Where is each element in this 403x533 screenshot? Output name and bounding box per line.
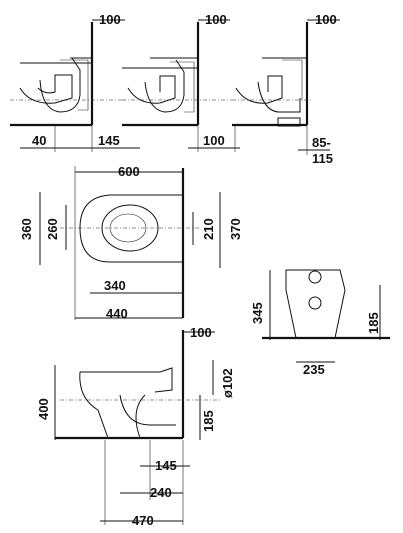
- plan-lower1-dim: 340: [104, 278, 126, 293]
- view1-right-dim: 145: [98, 133, 120, 148]
- plan-depth-left-dim: 360: [19, 218, 34, 240]
- side-height-dim: 400: [36, 398, 51, 420]
- side-d1-dim: 145: [155, 458, 177, 473]
- rear-height-left-dim: 345: [250, 302, 265, 324]
- plan-inner-right-dim: 210: [201, 218, 216, 240]
- view2-top-dim: 100: [205, 12, 227, 27]
- rear-view: [262, 269, 390, 363]
- side-pipe-dim: ø102: [220, 368, 235, 398]
- plan-inner-left-dim: 260: [45, 218, 60, 240]
- side-outlet-dim: 185: [201, 410, 216, 432]
- side-d2-dim: 240: [150, 485, 172, 500]
- side-top-dim: 100: [190, 325, 212, 340]
- view1-left-dim: 40: [32, 133, 46, 148]
- rear-height-right-dim: 185: [366, 312, 381, 334]
- view-3-wall-section: [232, 19, 340, 155]
- plan-view: [39, 166, 221, 320]
- plan-width-dim: 600: [118, 164, 140, 179]
- view-2-wall-section: [122, 19, 240, 152]
- plan-lower2-dim: 440: [106, 306, 128, 321]
- view2-bottom-dim: 100: [203, 133, 225, 148]
- view3-top-dim: 100: [315, 12, 337, 27]
- view3-bottom-dim-line1: 85-: [312, 135, 331, 150]
- side-d3-dim: 470: [132, 513, 154, 528]
- rear-bottom-dim: 235: [303, 362, 325, 377]
- view3-bottom-dim-line2: 115: [312, 151, 333, 166]
- side-view: [54, 330, 220, 525]
- plan-depth-right-dim: 370: [228, 218, 243, 240]
- view-1-wall-section: [10, 19, 140, 152]
- view1-top-dim: 100: [99, 12, 121, 27]
